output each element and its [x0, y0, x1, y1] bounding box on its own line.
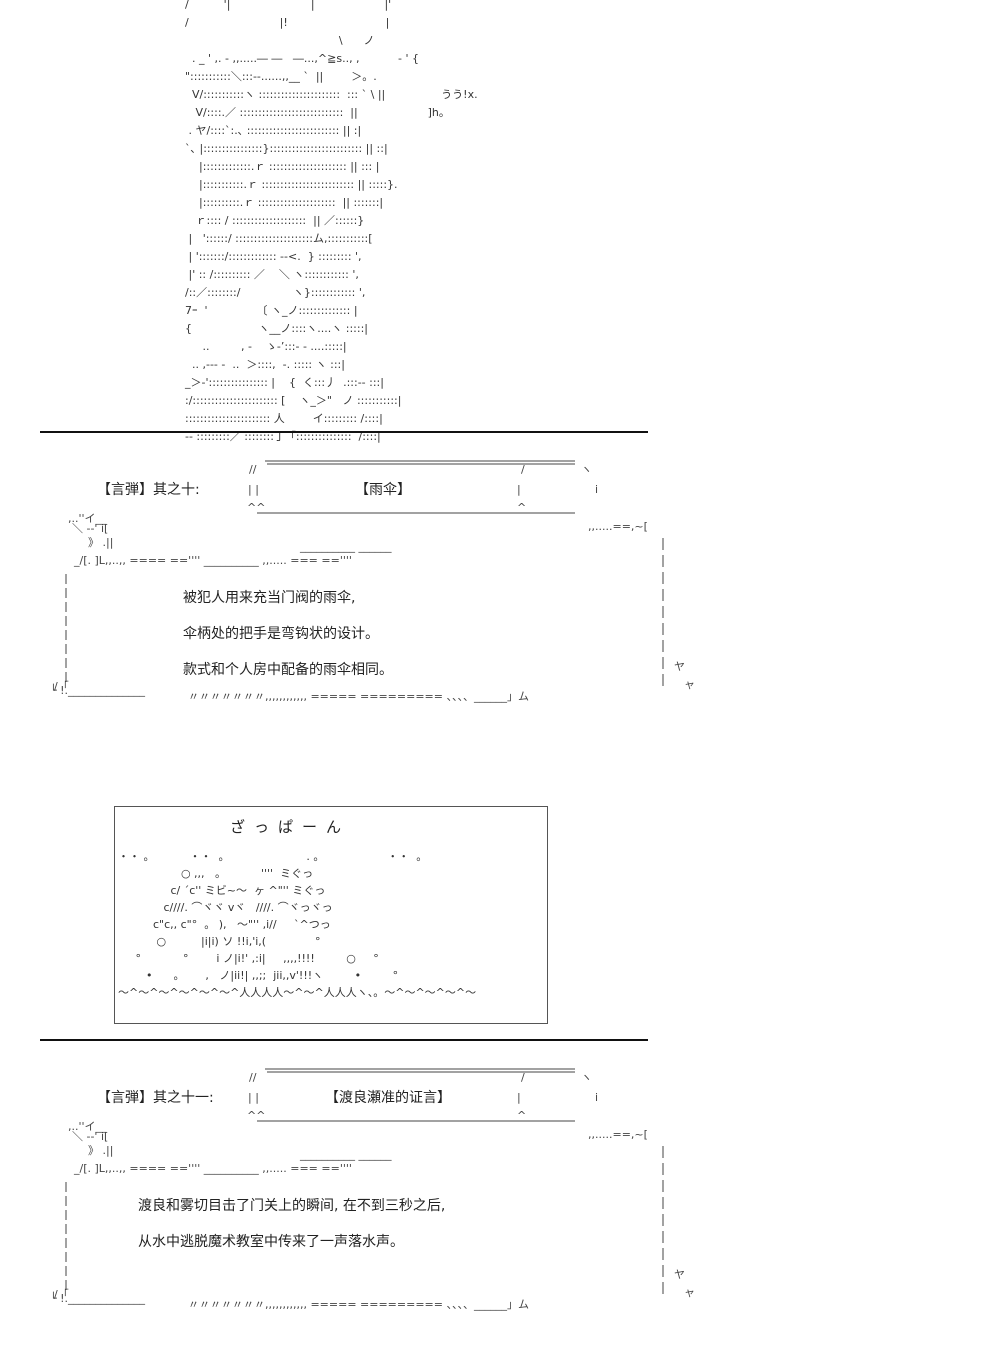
svg-text:ャ: ャ	[684, 678, 695, 691]
ascii-art-line: . ヤ/::::ˋ:.､ ::::::::::::::::::::::::: |…	[185, 124, 362, 137]
ascii-art-line: \ ノ	[185, 34, 375, 47]
ascii-art-line: / |! |	[185, 16, 390, 29]
splash-art-line: ・・ 。 ・・ 。 . 。 ・・ 。	[118, 850, 428, 863]
evidence-line-1: 被犯人用来充当门阀的雨伞,	[183, 590, 356, 606]
splash-sound-effect: ざっぱーん	[230, 818, 351, 836]
svg-text:ャ: ャ	[684, 1286, 695, 1299]
svg-text:i: i	[595, 1091, 598, 1104]
splash-art-line: ○ |i|i) ソ !!i,'i,( °	[118, 935, 321, 948]
ascii-art-line: |' :: /:::::::::: ／ ＼ ヽ:::::::::::: ',	[185, 268, 359, 281]
splash-art-line: c"c,, c"° 。 ), 〜"'' ,i// `^つっ	[118, 918, 331, 931]
svg-text:,,.....==,~[: ,,.....==,~[	[588, 1128, 648, 1141]
splash-art-line: ° ° i ノ|i!' ,:i| ,,,,!!!! ○ °	[118, 952, 379, 965]
svg-text:└ !.______________: └ !.______________	[50, 683, 146, 697]
svg-text:,..''イ__: ,..''イ__	[68, 512, 107, 525]
svg-text:＼ ‐‐' i[: ＼ ‐‐' i[	[72, 522, 108, 535]
ascii-art-line: ::::::::::::::::::::::: 人 イ::::::::: /::…	[185, 412, 383, 425]
splash-art-line: c////. ⌒ヾヾ vヾ ////. ⌒ヾっヾっ	[118, 901, 333, 914]
evidence-title: 【渡良瀬准的证言】	[325, 1090, 451, 1106]
svg-text:,..''イ__: ,..''イ__	[68, 1120, 107, 1133]
ascii-art-line: |:::::::::::.ｒ :::::::::::::::::::::::::…	[185, 178, 398, 191]
svg-text:〃〃〃〃〃〃〃,,,,,,,,,,,, =====: 〃〃〃〃〃〃〃,,,,,,,,,,,, ===== ========= 、、、、…	[188, 1298, 529, 1311]
svg-text:/「: /「	[54, 680, 69, 693]
evidence-body-frame: ,..''イ__ ＼ ‐‐' i[ 》 .|| _/[. ]L,,..,, ==…	[50, 1120, 695, 1311]
ascii-art-line: / '| | |'	[185, 0, 392, 11]
evidence-line-2: 从水中逃脱魔术教室中传来了一声落水声。	[138, 1234, 404, 1250]
svg-text:__________ ______: __________ ______	[299, 1148, 392, 1161]
svg-text:》 .||: 》 .||	[88, 1144, 113, 1157]
svg-text:|: |	[517, 1091, 521, 1104]
ascii-art-line: | ':::::::/::::::::::::: ‐‐<. } ::::::::…	[185, 250, 362, 263]
evidence-line-1: 渡良和雾切目击了门关上的瞬间, 在不到三秒之后,	[138, 1198, 446, 1214]
svg-text://: //	[249, 463, 257, 476]
svg-text:_/[. ]L,,..,, ==== ==''': _/[. ]L,,..,, ==== =='''' __________ ,,.…	[73, 554, 352, 567]
splash-ascii-art: ・・ 。 ・・ 。 . 。 ・・ 。 ○ ,,, 。 '''' ミぐっ c/ ˊ…	[118, 848, 476, 1001]
splash-art-line: 〜^〜^〜^〜^〜^〜^人人人人〜^〜^人人人ヽ、。〜^〜^〜^〜^〜	[118, 986, 477, 999]
svg-text:/「: /「	[54, 1288, 69, 1301]
splash-art-line: • 。 , ノ|ii!| ,,;; jii,,v'!!!ヽ • °	[118, 969, 399, 982]
evidence-line-2: 伞柄处的把手是弯钩状的设计。	[183, 626, 379, 642]
ascii-art-line: .. , ‐ ゝ-’:::‐ ‐ ....:::::|	[185, 340, 347, 353]
ascii-art-line: ‐‐ :::::::::／ ::::::::丁「::::::::::::::: …	[185, 430, 381, 443]
ascii-art-line: |:::::::::::::.ｒ ::::::::::::::::::::: |…	[185, 160, 380, 173]
svg-text:__________ ______: __________ ______	[299, 540, 392, 553]
ascii-art-line: ｒ:::: / :::::::::::::::::::: || ／::::::}	[185, 214, 365, 227]
svg-text:,,.....==,~[: ,,.....==,~[	[588, 520, 648, 533]
ascii-art-line: /::／::::::::/ ヽ}:::::::::::: ',	[185, 286, 366, 299]
evidence-title: 【雨伞】	[355, 482, 411, 498]
svg-text:/: /	[521, 463, 525, 476]
title-scroll-frame: // | | ^^ / | ^ ヽ i	[247, 1068, 598, 1122]
svg-text:_/[. ]L,,..,, ==== ==''': _/[. ]L,,..,, ==== =='''' __________ ,,.…	[73, 1162, 352, 1175]
svg-text:^^: ^^	[247, 501, 265, 514]
ascii-art-line: .. ,--- - .. ＞::::, ‐. ::::: ヽ :::|	[185, 358, 345, 371]
svg-text:i: i	[595, 483, 598, 496]
evidence-line-3: 款式和个人房中配备的雨伞相同。	[183, 662, 393, 678]
ascii-art-line: V/::::.／ :::::::::::::::::::::::::::: ||…	[185, 106, 450, 119]
ascii-art-line: { ヽ__ノ::::ヽ....ヽ :::::|	[185, 322, 368, 335]
title-scroll-frame: // | | ^^ / | ^ ヽ i	[247, 460, 598, 514]
section-divider	[40, 431, 648, 433]
ascii-art-line: V/:::::::::::ヽ :::::::::::::::::::::: ::…	[185, 88, 478, 101]
svg-text://: //	[249, 1071, 257, 1084]
svg-text:^: ^	[517, 1109, 526, 1122]
svg-text:| |: | |	[248, 1091, 259, 1104]
ascii-art-line: | '::::::/ :::::::::::::::::::::ム,::::::…	[185, 232, 373, 245]
svg-text:└ !.______________: └ !.______________	[50, 1291, 146, 1305]
evidence-label: 【言弾】其之十:	[97, 482, 200, 498]
figure-ascii-art: / '| | |' / |! | \ ノ . _ ' ,. ‐ ,,.....― …	[185, 0, 478, 446]
splash-art-line: ○ ,,, 。 '''' ミぐっ	[118, 867, 314, 880]
ascii-art-line: :/::::::::::::::::::::::: [ ヽ_＞" ノ :::::…	[185, 394, 402, 407]
svg-text:^: ^	[517, 501, 526, 514]
svg-text:|: |	[517, 483, 521, 496]
svg-text:＼ ‐‐' i[: ＼ ‐‐' i[	[72, 1130, 108, 1143]
svg-text:》 .||: 》 .||	[88, 536, 113, 549]
ascii-art-line: _＞-':::::::::::::::: | { く:::丿 .:::‐‐ ::…	[185, 376, 384, 389]
svg-text:ヽ: ヽ	[581, 463, 592, 476]
ascii-art-line: ":::::::::::＼:::‐-......,,__ ` || ＞。.	[185, 70, 377, 83]
ascii-art-line: ˋ､ |::::::::::::::::}:::::::::::::::::::…	[185, 142, 388, 155]
svg-text:〃〃〃〃〃〃〃,,,,,,,,,,,, =====: 〃〃〃〃〃〃〃,,,,,,,,,,,, ===== ========= 、、、、…	[188, 690, 529, 703]
svg-text:| |: | |	[248, 483, 259, 496]
ascii-art-line: 7ｰ ' 〔 ヽ_ノ:::::::::::::: |	[185, 304, 358, 317]
evidence-body-frame: ,..''イ__ ＼ ‐‐' i[ 》 .|| _/[. ]L,,..,, ==…	[50, 512, 695, 703]
splash-art-line: c/ ˊc'' ミビ~〜 ヶ ^"'' ミぐっ	[118, 884, 326, 897]
svg-text:ヤ: ヤ	[674, 660, 685, 673]
evidence-label: 【言弾】其之十一:	[97, 1090, 214, 1106]
svg-text:ヽ: ヽ	[581, 1071, 592, 1084]
section-divider	[40, 1039, 648, 1041]
splash-panel-frame	[114, 806, 548, 1024]
ascii-art-line: |::::::::::.ｒ ::::::::::::::::::::: || :…	[185, 196, 384, 209]
svg-text:^^: ^^	[247, 1109, 265, 1122]
svg-text:ヤ: ヤ	[674, 1268, 685, 1281]
svg-text:/: /	[521, 1071, 525, 1084]
ascii-art-line: . _ ' ,. ‐ ,,.....― ― ―...,^≧s.., , ‐ ' …	[185, 52, 420, 65]
